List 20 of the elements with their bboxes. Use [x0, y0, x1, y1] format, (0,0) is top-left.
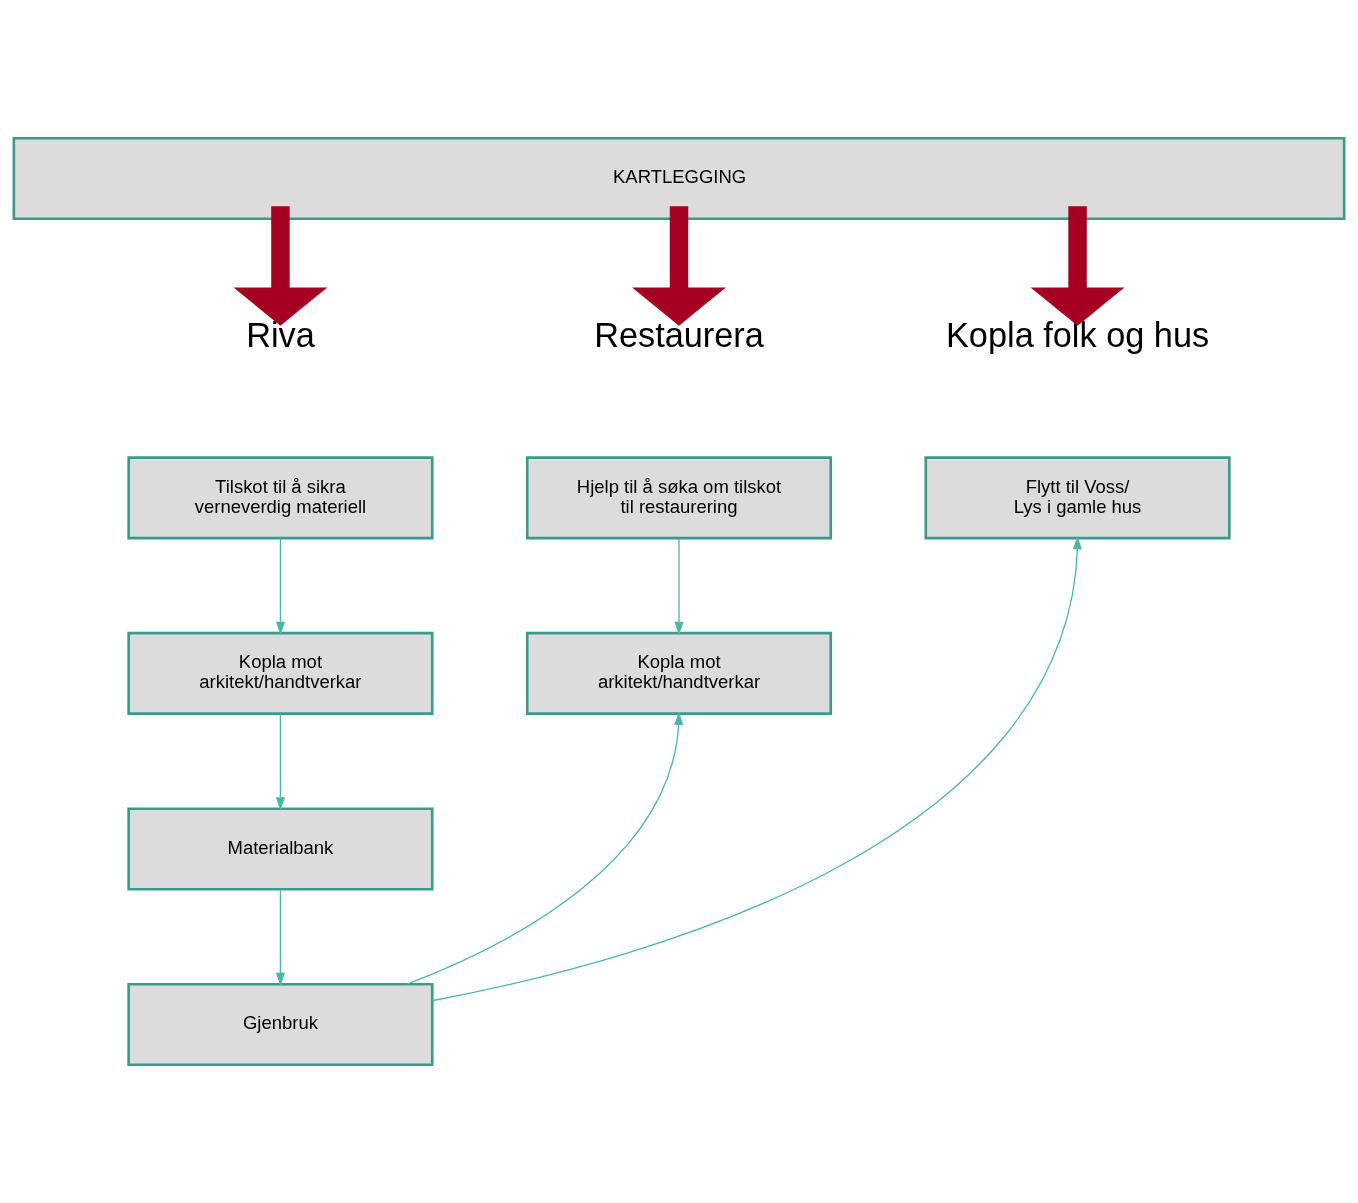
arrow: [275, 537, 286, 636]
node-box: Kopla mot arkitekt/handtverkar: [525, 631, 833, 715]
arrow: [632, 206, 726, 326]
node-box: Flytt til Voss/ Lys i gamle hus: [924, 456, 1231, 540]
arrow: [1030, 206, 1125, 326]
arrow: [275, 713, 286, 811]
arrow: [233, 206, 328, 326]
arrow: [674, 537, 684, 636]
node-text: Riva: [246, 315, 315, 354]
node-box: Hjelp til å søka om tilskot til restaurering: [525, 456, 833, 540]
node-box: Kopla mot arkitekt/handtverkar: [127, 631, 434, 715]
node-box: Materialbank: [127, 807, 434, 891]
arrow: [275, 888, 286, 987]
node-box: KARTLEGGING: [12, 136, 1346, 221]
node-text: Kopla folk og hus: [945, 315, 1210, 354]
arrow: [431, 536, 1082, 1002]
node-box: Tilskot til å sikra verneverdig materiell: [127, 456, 434, 540]
node-box: Gjenbruk: [127, 982, 434, 1067]
node-text: Restaurera: [594, 315, 764, 354]
arrow: [406, 711, 684, 985]
